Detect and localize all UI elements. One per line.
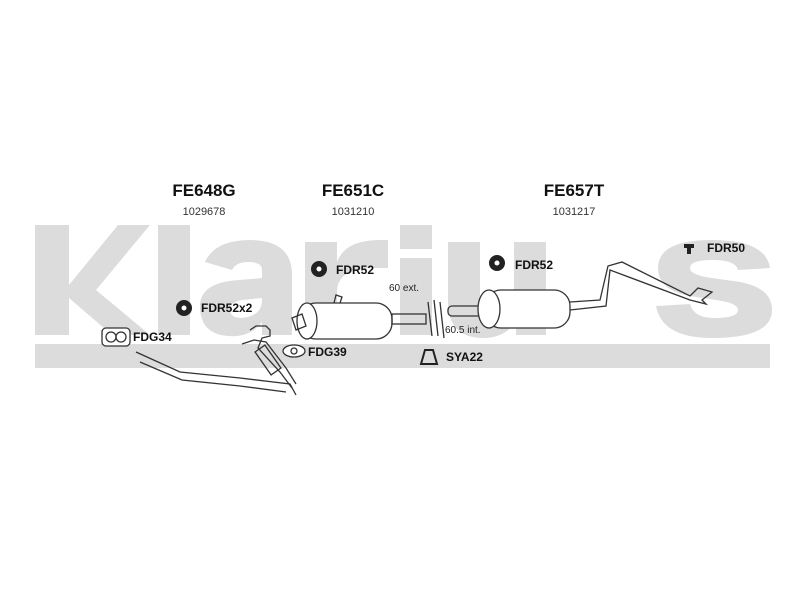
part-label-fdg34: FDG34 — [133, 330, 172, 344]
rear-silencer — [447, 261, 714, 329]
sya22-clamp-icon — [419, 349, 439, 365]
fdg34-gasket-icon — [101, 327, 131, 347]
part-label-sya22: SYA22 — [446, 350, 483, 364]
front-pipe — [135, 325, 297, 396]
part-label-fdr52: FDR52 — [515, 258, 554, 272]
section-number: 1029678 — [182, 206, 226, 218]
section-number: 1031210 — [331, 206, 375, 218]
centre-silencer — [291, 294, 445, 340]
fdr52-rubber-mount-icon — [311, 261, 327, 277]
fdr52x2-rubber-mount-icon — [176, 300, 192, 316]
section-code: FE651C — [321, 181, 385, 200]
part-label-fdr52x2: FDR52x2 — [201, 301, 253, 315]
klarius-watermark — [35, 225, 772, 368]
note-int: 60.5 int. — [445, 325, 481, 336]
fdg39-gasket-icon — [282, 344, 306, 358]
section-code: FE657T — [543, 181, 605, 200]
part-label-fdr52: FDR52 — [336, 263, 375, 277]
note-ext: 60 ext. — [389, 283, 420, 294]
part-label-fdg39: FDG39 — [308, 345, 347, 359]
fdr50-hanger-icon — [684, 244, 694, 254]
section-code: FE648G — [172, 181, 236, 200]
section-number: 1031217 — [552, 206, 596, 218]
fdr52-rubber-mount-icon — [489, 255, 505, 271]
part-label-fdr50: FDR50 — [707, 241, 746, 255]
